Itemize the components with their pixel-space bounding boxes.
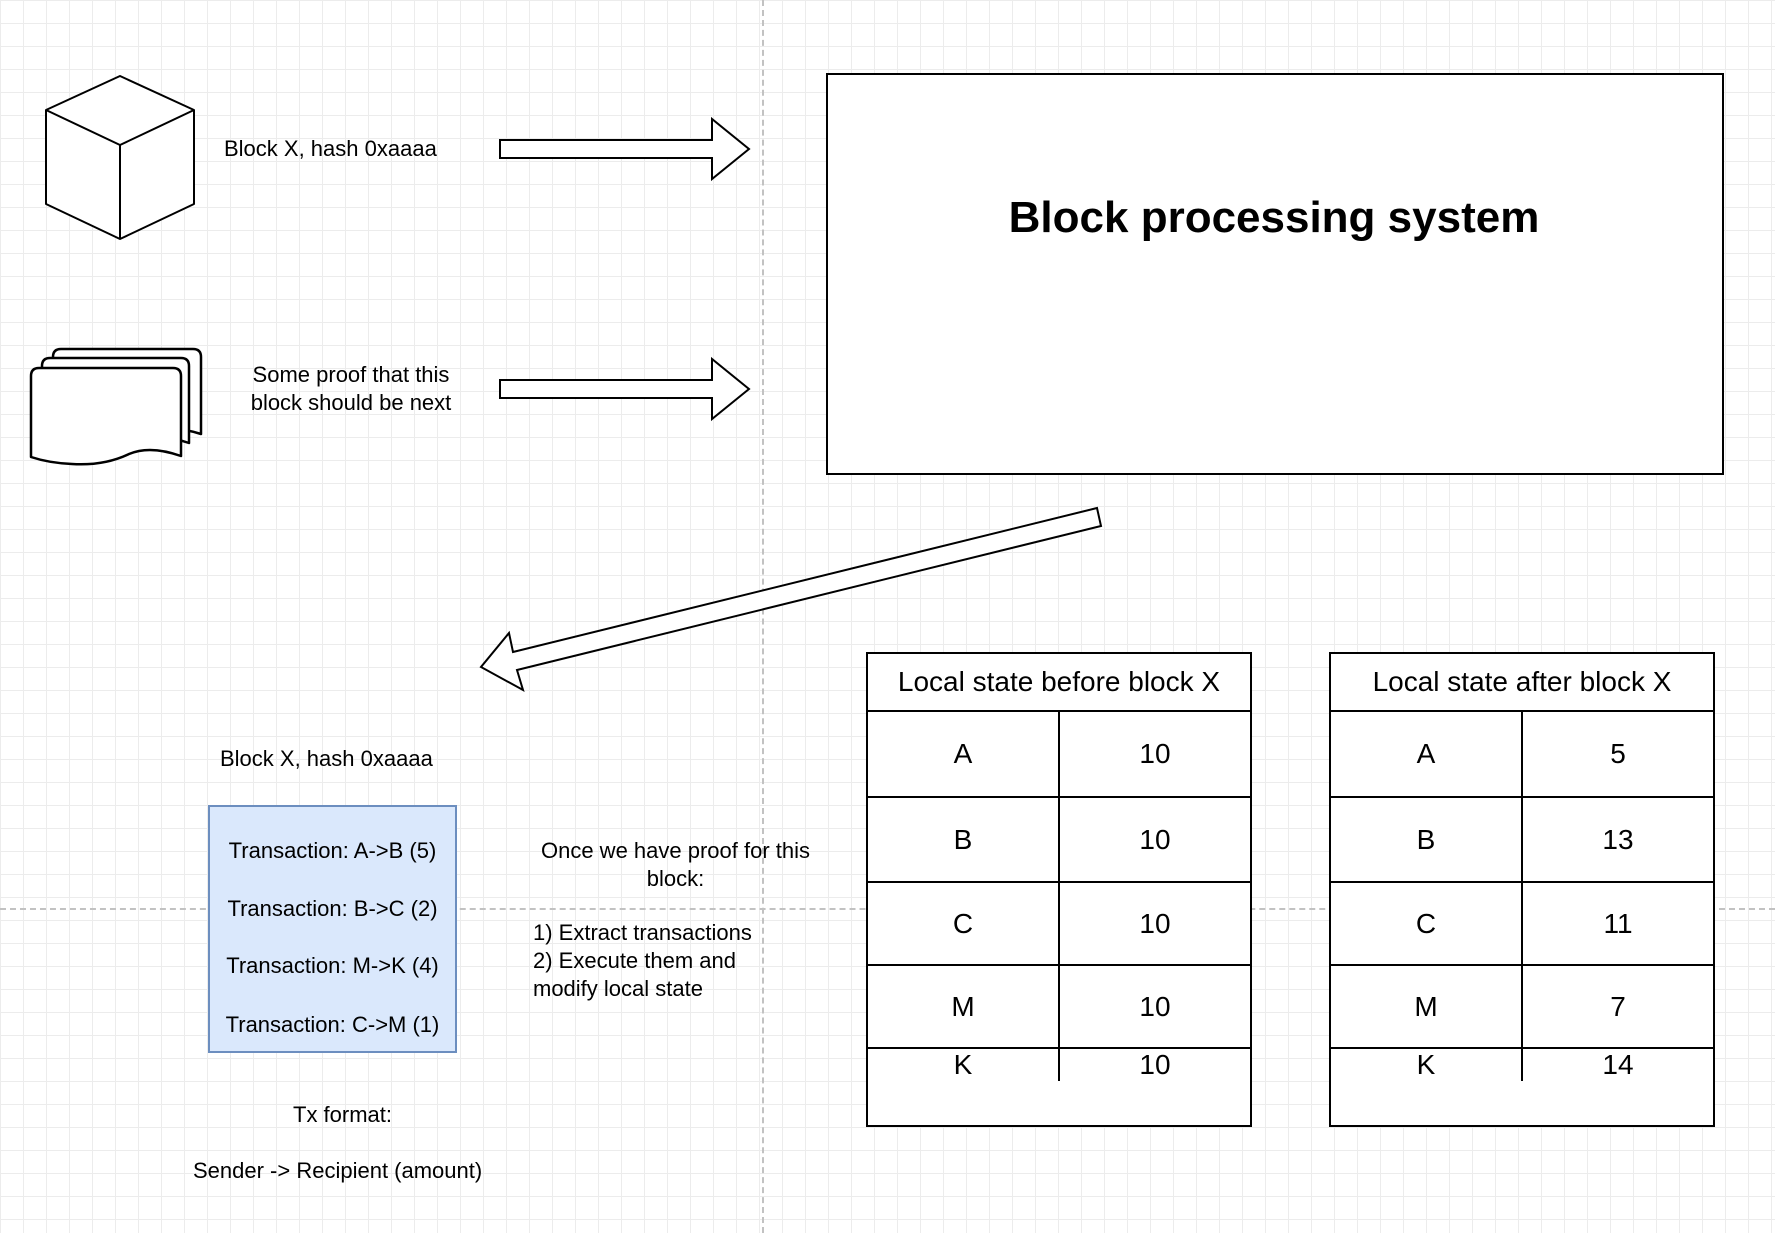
account-cell: K bbox=[953, 1049, 973, 1080]
process-note: Once we have proof for this block: 1) Ex… bbox=[533, 837, 818, 1003]
table-row: M 10 bbox=[868, 964, 1250, 1047]
transaction-2: Transaction: B->C (2) bbox=[227, 896, 438, 921]
proof-label: Some proof that this block should be nex… bbox=[236, 361, 466, 417]
process-note-step-1: 1) Extract transactions bbox=[533, 920, 752, 945]
proof-label-line-2: block should be next bbox=[250, 390, 452, 415]
state-after-title: Local state after block X bbox=[1331, 654, 1713, 712]
process-note-step-2: 2) Execute them and bbox=[533, 948, 737, 973]
balance-cell: 10 bbox=[1058, 1049, 1250, 1081]
account-cell: M bbox=[1414, 990, 1438, 1022]
balance-cell: 10 bbox=[1058, 798, 1250, 881]
balance-cell: 14 bbox=[1521, 1049, 1713, 1081]
state-before-table[interactable]: Local state before block X A 10 B 10 C 1… bbox=[866, 652, 1252, 1127]
table-row: K 14 bbox=[1331, 1047, 1713, 1081]
block-label: Block X, hash 0xaaaa bbox=[224, 136, 437, 161]
balance-cell: 5 bbox=[1521, 712, 1713, 796]
balance-cell: 11 bbox=[1521, 883, 1713, 964]
account-cell: A bbox=[953, 738, 973, 769]
state-before-title: Local state before block X bbox=[868, 654, 1250, 712]
block-detail-label: Block X, hash 0xaaaa bbox=[220, 746, 433, 771]
transactions-box[interactable]: Transaction: A->B (5) Transaction: B->C … bbox=[208, 805, 457, 1053]
process-note-intro-1: Once we have proof for this bbox=[540, 838, 811, 863]
tx-format-heading: Tx format: bbox=[293, 1102, 393, 1127]
balance-cell: 10 bbox=[1058, 966, 1250, 1047]
process-note-intro-2: block: bbox=[646, 866, 705, 891]
table-row: B 10 bbox=[868, 796, 1250, 881]
account-cell: A bbox=[1416, 738, 1436, 769]
block-processing-system[interactable]: Block processing system bbox=[826, 73, 1724, 475]
transaction-1: Transaction: A->B (5) bbox=[228, 838, 437, 863]
balance-cell: 13 bbox=[1521, 798, 1713, 881]
account-cell: C bbox=[1415, 907, 1437, 939]
vertical-page-guide bbox=[762, 0, 764, 1233]
proof-label-line-1: Some proof that this bbox=[252, 362, 450, 387]
system-title: Block processing system bbox=[1008, 193, 1540, 242]
account-cell: C bbox=[952, 907, 974, 939]
table-row: A 5 bbox=[1331, 712, 1713, 796]
account-cell: B bbox=[1416, 823, 1436, 855]
table-row: A 10 bbox=[868, 712, 1250, 796]
block-to-system-arrow[interactable] bbox=[499, 116, 751, 182]
table-row: C 10 bbox=[868, 881, 1250, 964]
balance-cell: 10 bbox=[1058, 883, 1250, 964]
account-cell: M bbox=[951, 990, 975, 1022]
table-row: K 10 bbox=[868, 1047, 1250, 1081]
transaction-4: Transaction: C->M (1) bbox=[225, 1012, 440, 1037]
tx-format-pattern: Sender -> Recipient (amount) bbox=[193, 1158, 483, 1183]
state-after-table[interactable]: Local state after block X A 5 B 13 C 11 … bbox=[1329, 652, 1715, 1127]
table-row: C 11 bbox=[1331, 881, 1713, 964]
table-row: M 7 bbox=[1331, 964, 1713, 1047]
account-cell: B bbox=[953, 823, 973, 855]
account-cell: K bbox=[1416, 1049, 1436, 1080]
transaction-3: Transaction: M->K (4) bbox=[226, 953, 439, 978]
proof-to-system-arrow[interactable] bbox=[499, 356, 751, 422]
table-row: B 13 bbox=[1331, 796, 1713, 881]
process-note-step-3: modify local state bbox=[533, 976, 703, 1001]
proof-documents-icon[interactable] bbox=[29, 347, 203, 466]
balance-cell: 7 bbox=[1521, 966, 1713, 1047]
block-cube-icon[interactable] bbox=[45, 75, 195, 240]
system-to-block-detail-arrow[interactable] bbox=[479, 506, 1103, 693]
balance-cell: 10 bbox=[1058, 712, 1250, 796]
